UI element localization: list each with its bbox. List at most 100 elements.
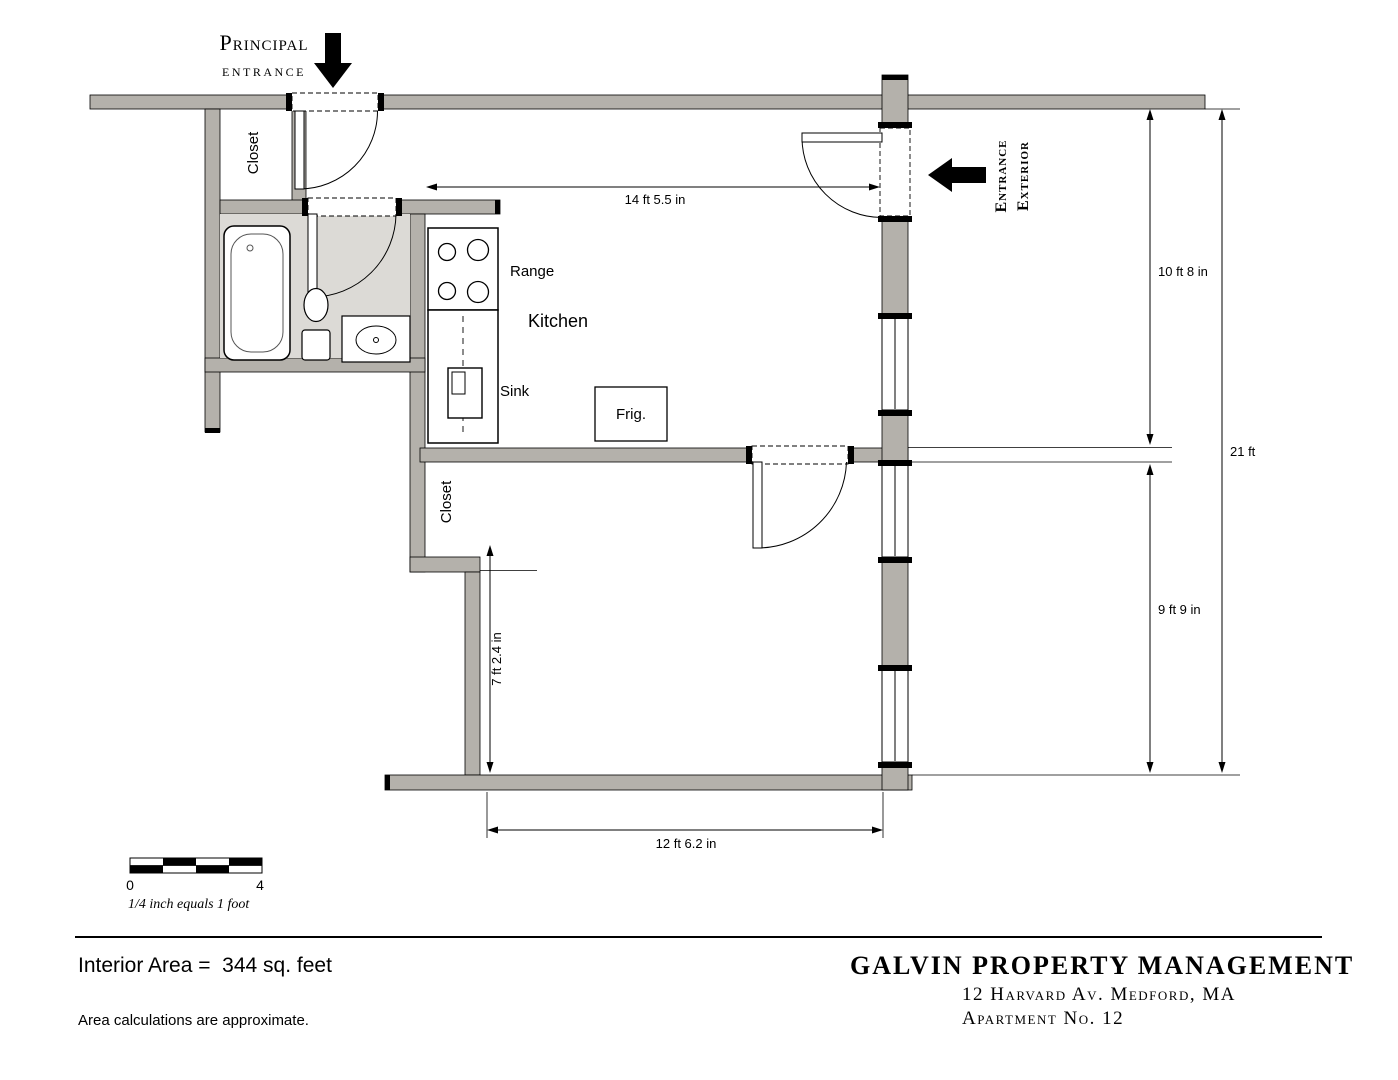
scale-bar-segment [130, 865, 163, 873]
company-name: GALVIN PROPERTY MANAGEMENT [850, 951, 1354, 980]
arrowhead [487, 826, 498, 834]
bathtub-drain [246, 244, 254, 252]
wall-bottom [384, 774, 913, 791]
arrowhead [1146, 762, 1154, 773]
kitchen-fixtures [427, 227, 668, 444]
door-swing-arc [757, 461, 847, 549]
door-leaf [752, 461, 763, 549]
jamb-bath-right [396, 198, 402, 216]
sink-label: Sink [500, 383, 530, 400]
window-cap-bottom [878, 762, 912, 768]
principal-entrance-door [291, 92, 379, 190]
dim-hall-width: 14 ft 5.5 in [426, 183, 880, 207]
extension-lines [480, 108, 1240, 838]
closet-top-label: Closet [245, 131, 262, 174]
principal-entrance-label-2: entrance [222, 61, 306, 80]
dimensions: 14 ft 5.5 in 10 ft 8 in 21 ft 9 ft 9 in [426, 108, 1256, 851]
bathroom-door [307, 197, 397, 298]
wall-top-left [89, 94, 293, 110]
cap-kitchen-nook-end [495, 200, 500, 214]
apartment-number: Apartment No. 12 [962, 1008, 1124, 1029]
footer: Interior Area = 344 sq. feet Area calcul… [75, 936, 1354, 1029]
bedroom-door [751, 445, 849, 549]
scale-bar-segment [163, 858, 196, 866]
dim-label: 9 ft 9 in [1158, 602, 1201, 617]
wall-kitchen-west [409, 213, 426, 573]
jamb-exterior-top [878, 122, 912, 128]
window-2 [878, 460, 912, 563]
arrowhead [1218, 109, 1226, 120]
interior-area-text: Interior Area = 344 sq. feet [78, 954, 332, 977]
exterior-entrance-arrow-icon [928, 158, 986, 192]
company-address: 12 Harvard Av. Medford, MA [962, 984, 1236, 1005]
dim-label: 7 ft 2.4 in [489, 632, 504, 685]
window-cap-top [878, 313, 912, 319]
jamb-bedroom-left [746, 446, 752, 464]
wall-top-right [377, 94, 1206, 110]
arrowhead [486, 762, 494, 773]
toilet-tank [301, 329, 331, 361]
window-cap-bottom [878, 410, 912, 416]
window-1 [878, 313, 912, 416]
window-cap-top [878, 665, 912, 671]
scale-caption: 1/4 inch equals 1 foot [128, 897, 250, 912]
jamb-bedroom-right [848, 446, 854, 464]
dim-label: 12 ft 6.2 in [656, 836, 717, 851]
wall-caps [205, 75, 908, 790]
door-leaf [801, 132, 883, 143]
jamb-bath-left [302, 198, 308, 216]
dim-label: 14 ft 5.5 in [625, 192, 686, 207]
dim-upper-height: 10 ft 8 in [1146, 109, 1208, 445]
door-frame [307, 197, 397, 217]
bathtub [223, 225, 291, 361]
exterior-entrance-door [801, 122, 912, 222]
wall-bath-top-right [395, 199, 501, 215]
dim-total-height: 21 ft [1218, 109, 1256, 773]
dim-closet-wall: 7 ft 2.4 in [486, 545, 504, 773]
disclaimer-text: Area calculations are approximate. [78, 1012, 309, 1029]
kitchen-label: Kitchen [528, 311, 588, 331]
range-label: Range [510, 263, 554, 280]
arrowhead [872, 826, 883, 834]
cap-left-wall-end [205, 428, 220, 433]
scale-four: 4 [256, 877, 264, 893]
wall-bath-top-left [219, 199, 309, 215]
window-cap-top [878, 460, 912, 466]
arrowhead [1146, 464, 1154, 475]
dim-lower-height: 9 ft 9 in [1146, 464, 1201, 773]
wall-left [204, 108, 221, 433]
jamb-principal-left [286, 93, 292, 111]
entrance-exterior-label-2: Exterior [1015, 141, 1032, 211]
bath-sink-basin [355, 325, 397, 355]
scale-bar-segment [229, 858, 262, 866]
closet-lower-label: Closet [438, 480, 455, 523]
dim-label: 10 ft 8 in [1158, 264, 1208, 279]
door-swing-arc [299, 110, 378, 190]
doors [291, 92, 912, 549]
bathtub-basin [230, 233, 284, 353]
entrance-exterior-label-1: Entrance [993, 139, 1010, 212]
scale-bar: 0 4 1/4 inch equals 1 foot [126, 857, 264, 912]
door-swing-arc [312, 213, 397, 298]
arrowhead [1146, 434, 1154, 445]
principal-entrance-arrow-icon [314, 33, 352, 88]
door-frame [879, 127, 911, 217]
jamb-principal-right [378, 93, 384, 111]
burner [466, 238, 490, 262]
burner [437, 281, 457, 301]
window-cap-bottom [878, 557, 912, 563]
windows [878, 313, 912, 768]
dim-label: 21 ft [1230, 444, 1256, 459]
wall-middle-left [419, 447, 753, 463]
wall-closet-bottom [409, 556, 481, 573]
jamb-exterior-bottom [878, 216, 912, 222]
window-3 [878, 665, 912, 768]
arrowhead [486, 545, 494, 556]
principal-entrance-label-1: Principal [219, 30, 308, 55]
entrance-annotations: Principal entrance Entrance Exterior [219, 30, 1032, 213]
bath-sink-drain [373, 337, 379, 343]
door-leaf [294, 110, 305, 190]
arrowhead [869, 183, 880, 191]
